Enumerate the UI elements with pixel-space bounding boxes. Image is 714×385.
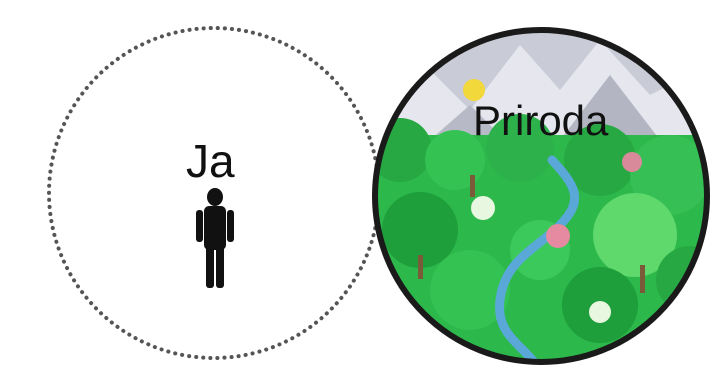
- nature-label: Priroda: [473, 97, 609, 144]
- person-silhouette-icon: [196, 188, 234, 288]
- nature-circle-outline: [372, 27, 710, 365]
- self-label: Ja: [186, 135, 235, 187]
